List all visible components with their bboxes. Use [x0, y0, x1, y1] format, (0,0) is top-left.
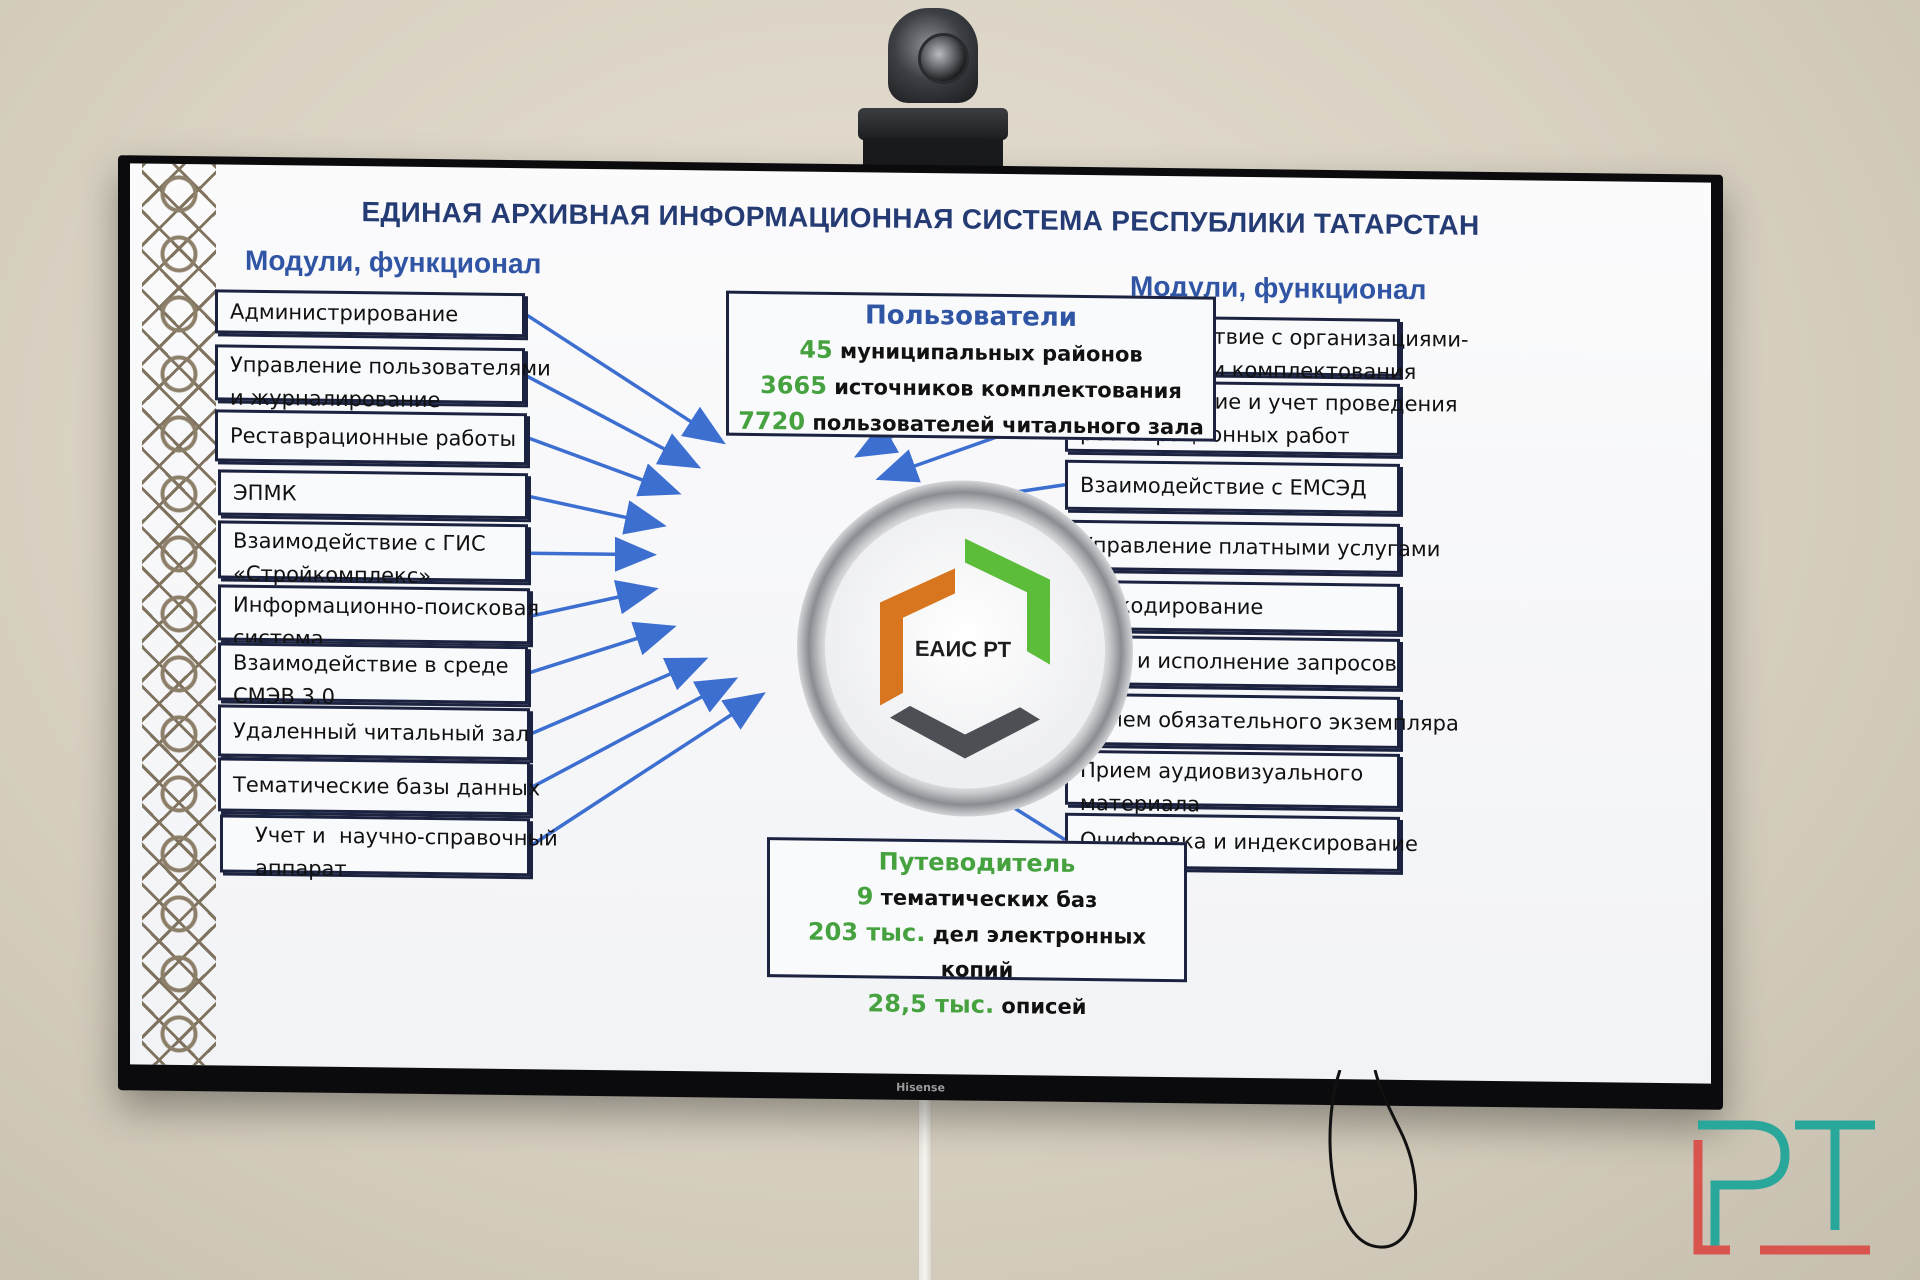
tv-cable	[1328, 1070, 1418, 1249]
left-module-label: Реставрационные работы	[230, 423, 517, 452]
left-module-box: Взаимодействие с ГИС«Стройкомплекс»	[218, 520, 528, 588]
arrow-line	[526, 374, 702, 469]
arrow-line	[527, 621, 677, 675]
users-box: Пользователи 45 муниципальных районов 36…	[726, 290, 1216, 442]
left-module-label: Удаленный читальный зал	[233, 718, 529, 747]
users-row: 3665 источников комплектования	[760, 371, 1182, 404]
guide-heading: Путеводитель	[878, 847, 1076, 878]
tv-display: ЕДИНАЯ АРХИВНАЯ ИНФОРМАЦИОННАЯ СИСТЕМА Р…	[118, 155, 1723, 1110]
left-module-label: Взаимодействие с ГИС	[233, 528, 486, 556]
left-module-label: аппарат	[235, 855, 347, 881]
left-module-box: Удаленный читальный зал	[218, 704, 530, 761]
guide-row: 203 тыс. дел электронных копий	[807, 917, 1147, 983]
left-module-label: Администрирование	[230, 299, 459, 327]
arrow-line	[529, 692, 766, 848]
left-module-label: Учет и научно-справочный	[235, 822, 558, 851]
left-module-box: ЭПМК	[218, 469, 528, 520]
center-label: ЕАИС РТ	[915, 636, 1012, 662]
eais-hexagon-logo-icon: ЕАИС РТ	[797, 480, 1133, 817]
camera-lens	[918, 33, 969, 84]
camera-base	[858, 108, 1008, 140]
left-module-box: Учет и научно-справочный аппарат	[220, 814, 558, 881]
arrow-line	[527, 494, 667, 535]
arrow-line	[529, 657, 709, 736]
arrow-line	[529, 580, 659, 618]
guide-box: Путеводитель 9 тематических баз 203 тыс.…	[767, 837, 1187, 1019]
tv-screen: ЕДИНАЯ АРХИВНАЯ ИНФОРМАЦИОННАЯ СИСТЕМА Р…	[130, 163, 1711, 1084]
arrow-line	[528, 536, 657, 572]
rt-logo-icon	[1693, 1120, 1875, 1255]
left-module-box: Реставрационные работы	[215, 409, 527, 466]
left-module-label: Тематические базы данных	[233, 772, 541, 801]
left-module-label: Взаимодействие в среде	[233, 650, 509, 678]
arrow-line	[528, 436, 682, 497]
left-module-box: Администрирование	[215, 289, 525, 338]
arrow-line	[526, 313, 726, 445]
tv-brand-label: Hisense	[896, 1080, 945, 1095]
guide-row: 9 тематических баз	[856, 882, 1098, 913]
conference-camera	[858, 8, 1008, 178]
arrow-line	[529, 677, 739, 790]
left-module-box: Тематические базы данных	[218, 757, 541, 816]
left-module-label: ЭПМК	[233, 480, 297, 506]
left-module-label: Управление пользователями	[230, 352, 551, 381]
users-row: 7720 пользователей читального зала	[738, 406, 1204, 440]
left-heading: Модули, функционал	[245, 244, 542, 280]
left-module-label: Информационно-поисковая	[233, 592, 540, 621]
guide-row: 28,5 тыс. описей	[867, 989, 1087, 1020]
users-row: 45 муниципальных районов	[799, 335, 1143, 367]
users-heading: Пользователи	[864, 300, 1078, 333]
